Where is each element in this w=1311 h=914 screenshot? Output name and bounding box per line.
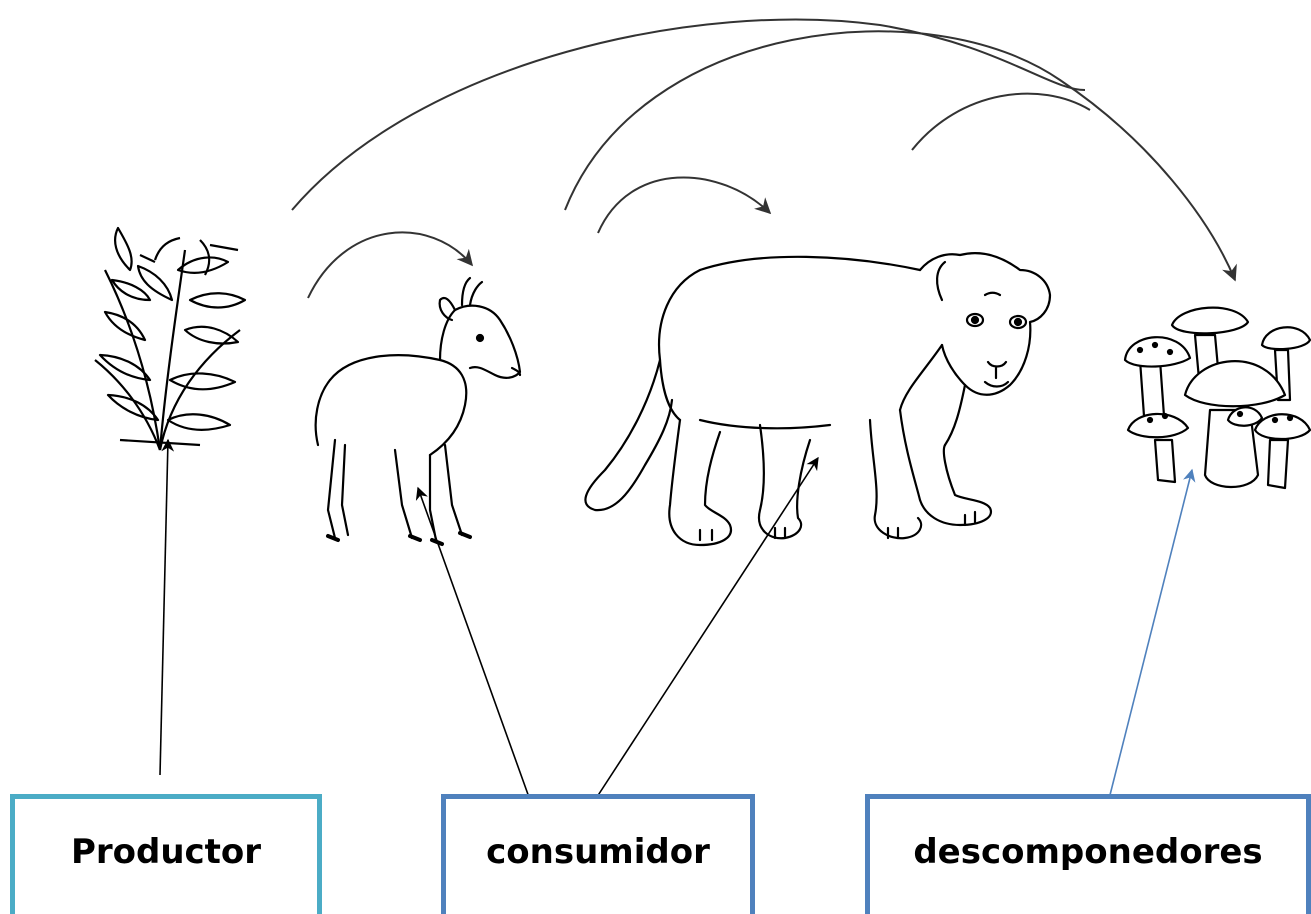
pointer-consumidor-deer — [415, 486, 531, 801]
pointer-consumidor-puma — [594, 456, 819, 801]
plant-icon — [94, 226, 247, 451]
consumidor-label-box: consumidor — [441, 794, 755, 914]
arrow-deer-to-mushrooms — [564, 30, 1237, 282]
arrow-puma-to-mushrooms — [911, 92, 1091, 151]
energy-flow-arrows — [291, 18, 1237, 299]
descomponedores-label-box: descomponedores — [865, 794, 1311, 914]
deer-icon — [314, 276, 522, 546]
consumidor-label: consumidor — [486, 831, 710, 872]
arrow-plant-to-mushrooms — [291, 18, 1086, 211]
pointer-descomponedores — [1109, 468, 1196, 796]
productor-label: Productor — [70, 831, 262, 872]
arrow-plant-to-deer — [307, 231, 474, 299]
pointer-productor — [159, 438, 175, 776]
descomponedores-label: descomponedores — [913, 831, 1263, 872]
puma-icon — [584, 252, 1052, 547]
arrow-deer-to-puma — [597, 176, 772, 234]
productor-label-box: Productor — [10, 794, 322, 914]
label-pointers — [159, 438, 1196, 801]
mushrooms-icon — [1123, 306, 1311, 490]
